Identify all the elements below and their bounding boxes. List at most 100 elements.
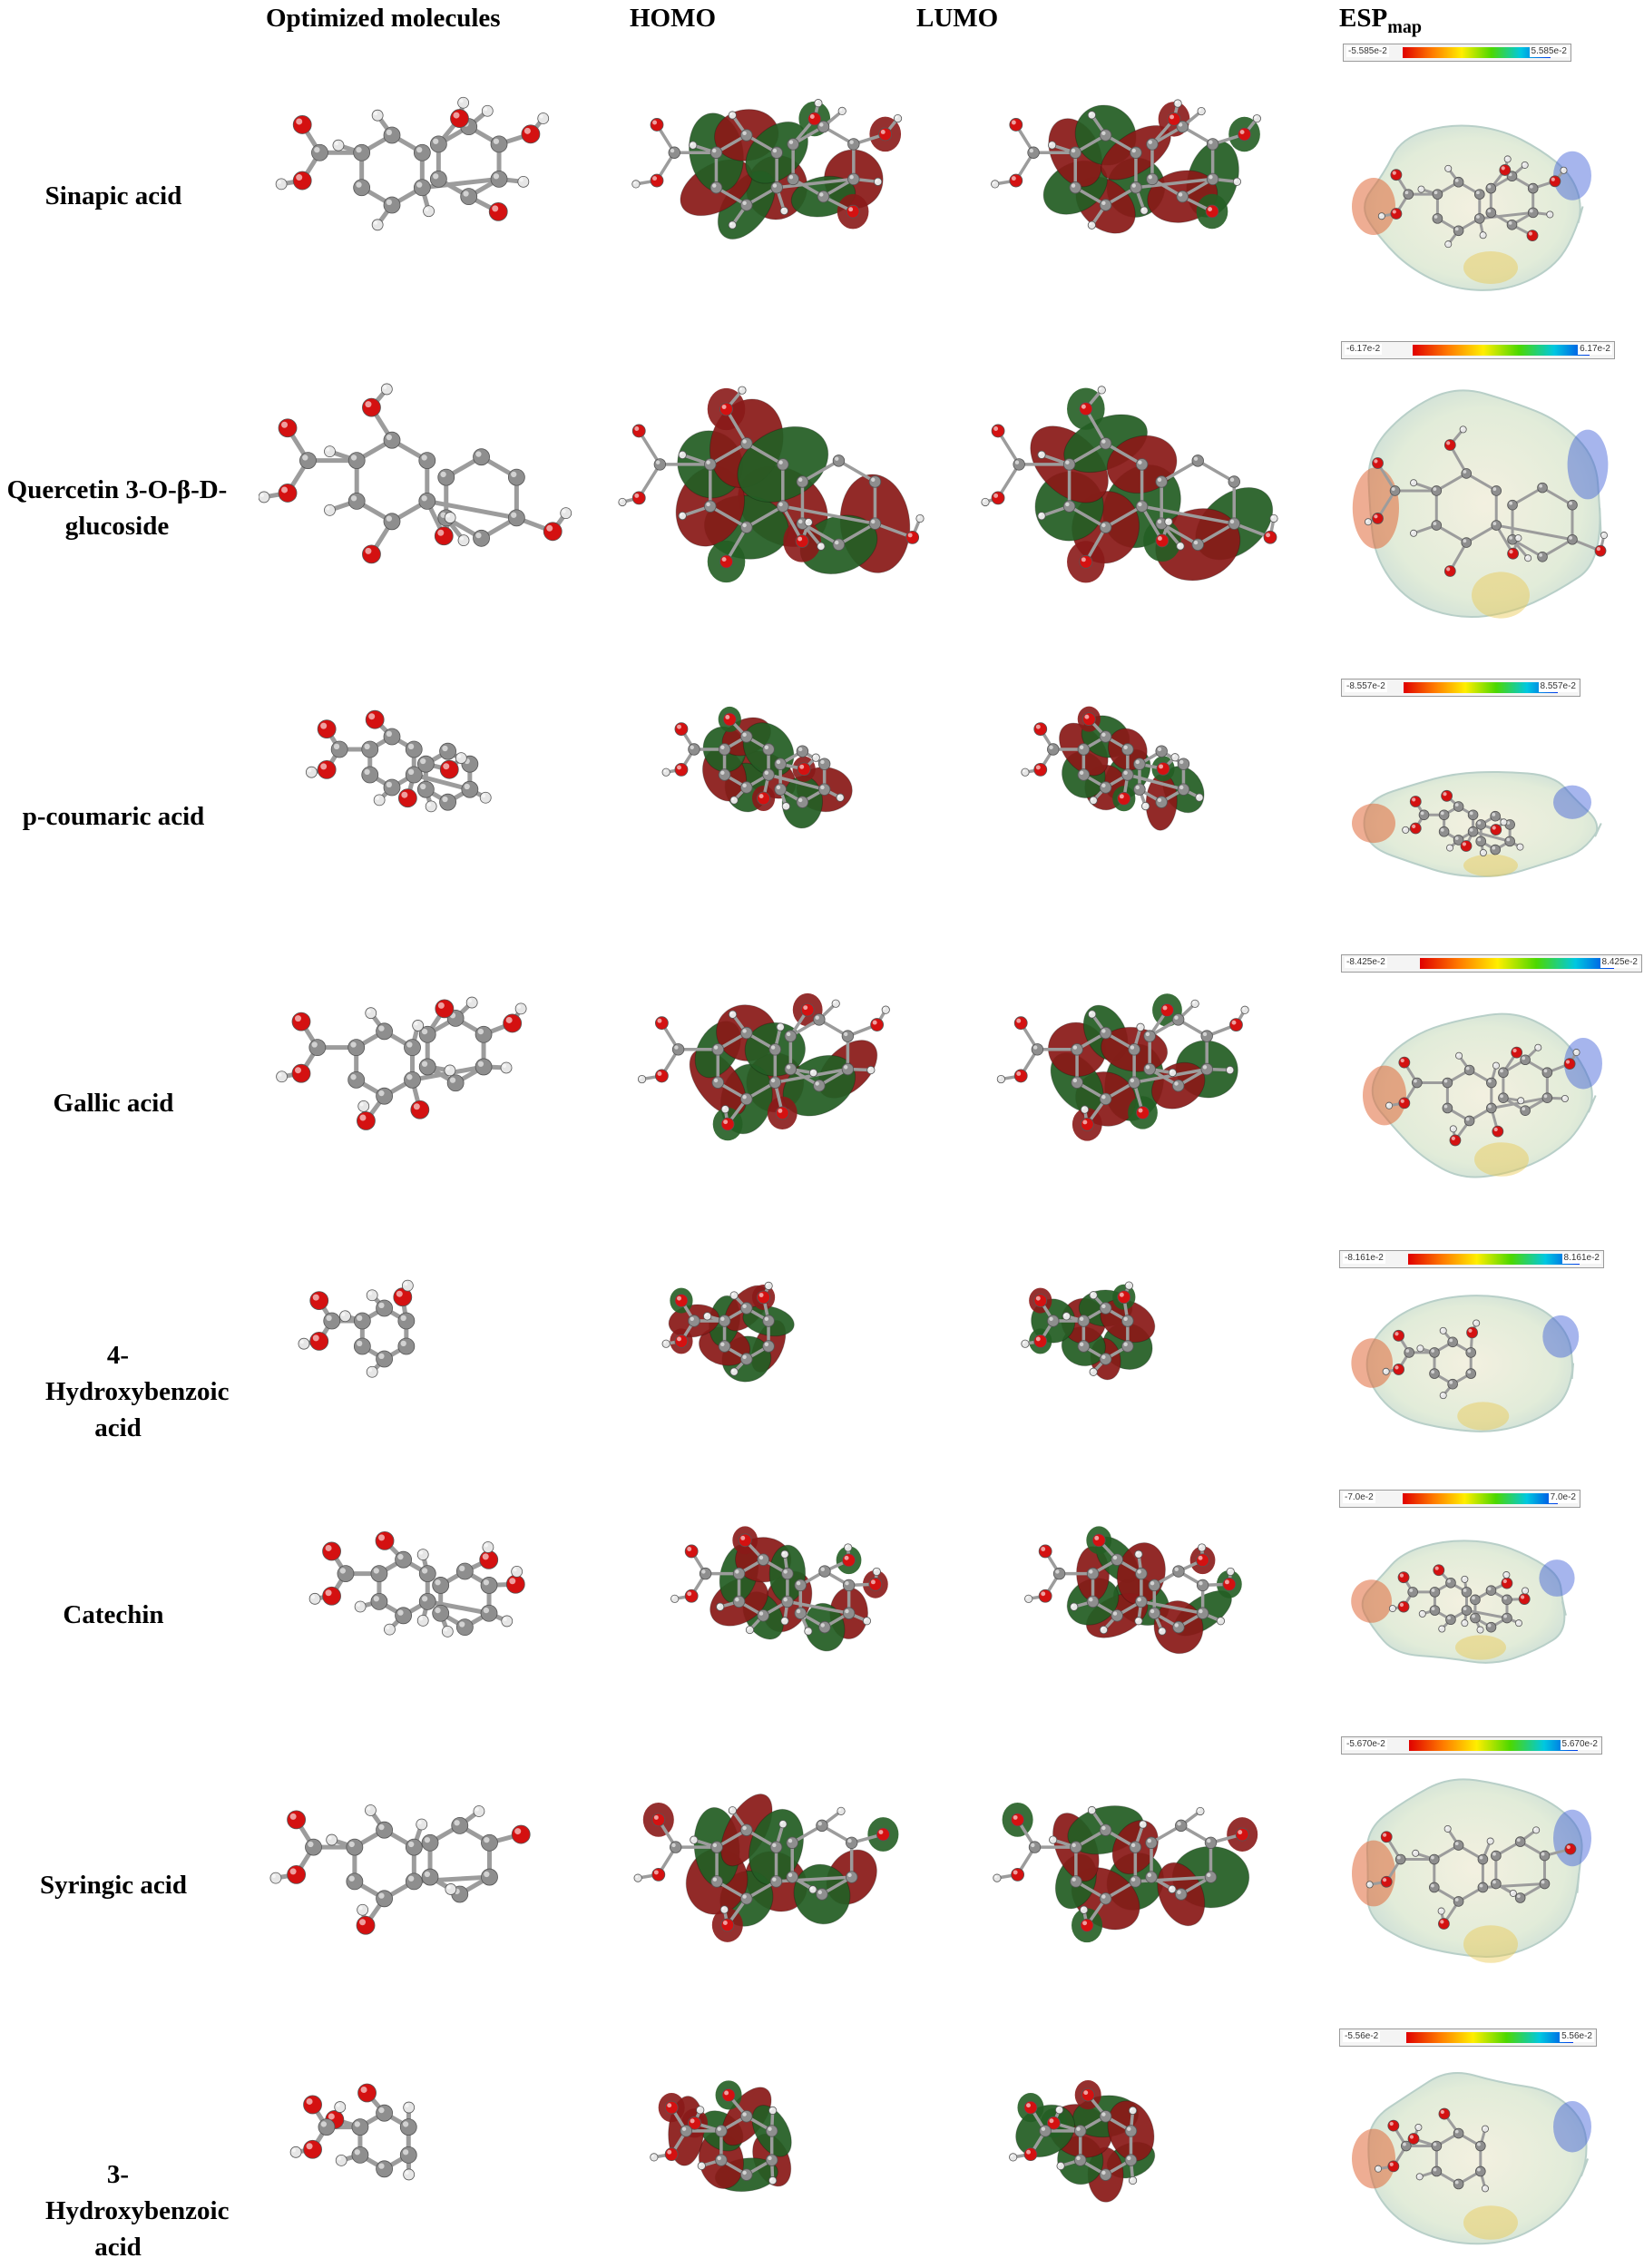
esp-scale-min: -7.0e-2 (1343, 1492, 1375, 1503)
esp-map-gallic-acid (1352, 989, 1624, 1202)
header-esp-main: ESP (1339, 4, 1388, 33)
lumo-drawing (991, 99, 1261, 234)
molecule-catechin (259, 1488, 603, 1687)
esp-scale-min: -5.585e-2 (1346, 46, 1389, 57)
esp-map-4-hydroxybenzoic-acid (1341, 1275, 1600, 1452)
lumo-drawing (993, 1802, 1258, 1943)
row-label-catechin: Catechin (63, 1600, 164, 1629)
homo-drawing (637, 992, 890, 1141)
homo-p-coumaric-acid (617, 671, 925, 853)
mol-drawing (259, 383, 572, 564)
esp-scale-gradient (1413, 345, 1590, 356)
row-label-quercetin-glucoside: Quercetin 3-O-β-D-glucoside (6, 475, 228, 541)
esp-scale-gradient (1409, 1740, 1579, 1751)
molecule-quercetin-glucoside (259, 336, 576, 626)
esp-scale-gradient (1403, 47, 1551, 58)
lumo-gallic-acid (980, 948, 1279, 1184)
lumo-p-coumaric-acid (980, 671, 1279, 853)
esp-scale-min: -8.161e-2 (1343, 1253, 1385, 1264)
esp-drawing (1351, 1295, 1580, 1432)
esp-drawing (1352, 770, 1602, 878)
esp-scale-min: -6.17e-2 (1345, 344, 1383, 355)
lumo-drawing (1024, 1526, 1242, 1655)
molecule-4-hydroxybenzoic-acid (259, 1243, 558, 1424)
esp-map-3-hydroxybenzoic-acid (1341, 2052, 1613, 2265)
mol-drawing (298, 1279, 416, 1378)
esp-scale-max: 5.585e-2 (1529, 46, 1569, 57)
molecule-p-coumaric-acid (259, 671, 576, 853)
esp-scale-bar-gallic-acid: -8.425e-2 8.425e-2 (1341, 954, 1642, 973)
esp-scale-bar-4-hydroxybenzoic-acid: -8.161e-2 8.161e-2 (1339, 1250, 1604, 1268)
esp-scale-max: 8.425e-2 (1600, 957, 1639, 968)
header-lumo: LUMO (916, 4, 999, 33)
lumo-drawing (996, 993, 1249, 1141)
lumo-catechin (980, 1488, 1306, 1687)
homo-drawing (618, 386, 925, 583)
lumo-syringic-acid (980, 1742, 1279, 1987)
lumo-drawing (1009, 2080, 1156, 2203)
esp-scale-bar-3-hydroxybenzoic-acid: -5.56e-2 5.56e-2 (1339, 2028, 1597, 2047)
esp-scale-min: -5.56e-2 (1343, 2031, 1381, 2042)
homo-4-hydroxybenzoic-acid (617, 1243, 925, 1424)
header-optimized-molecules: Optimized molecules (266, 4, 501, 33)
lumo-3-hydroxybenzoic-acid (980, 2041, 1279, 2250)
homo-drawing (670, 1526, 888, 1652)
esp-scale-min: -5.670e-2 (1345, 1739, 1387, 1750)
esp-scale-max: 7.0e-2 (1548, 1492, 1578, 1503)
esp-scale-min: -8.425e-2 (1345, 957, 1387, 968)
mol-drawing (289, 2083, 417, 2181)
esp-scale-bar-catechin: -7.0e-2 7.0e-2 (1339, 1490, 1580, 1508)
esp-scale-min: -8.557e-2 (1345, 681, 1387, 692)
lumo-sinapic-acid (980, 45, 1279, 295)
esp-scale-max: 6.17e-2 (1578, 344, 1612, 355)
esp-map-syringic-acid (1341, 1755, 1613, 1991)
esp-drawing (1363, 1012, 1602, 1178)
esp-map-p-coumaric-acid (1341, 753, 1613, 894)
esp-scale-gradient (1419, 958, 1615, 969)
mol-drawing (275, 96, 550, 231)
lumo-quercetin-glucoside (980, 336, 1279, 635)
homo-quercetin-glucoside (617, 336, 925, 635)
homo-syringic-acid (617, 1742, 925, 1987)
row-label-sinapic-acid: Sinapic acid (44, 181, 182, 210)
homo-catechin (626, 1488, 953, 1687)
mol-drawing (305, 709, 492, 813)
row-label-syringic-acid: Syringic acid (40, 1871, 187, 1900)
esp-scale-gradient (1404, 682, 1559, 693)
header-homo: HOMO (630, 4, 717, 33)
homo-sinapic-acid (617, 45, 925, 295)
row-label-p-coumaric-acid: p-coumaric acid (22, 802, 205, 831)
molecule-syringic-acid (259, 1742, 558, 1987)
homo-drawing (633, 1794, 899, 1942)
esp-drawing (1352, 1778, 1591, 1963)
esp-scale-bar-sinapic-acid: -5.585e-2 5.585e-2 (1343, 44, 1571, 62)
esp-scale-max: 8.161e-2 (1561, 1253, 1601, 1264)
mol-drawing (276, 996, 527, 1130)
row-label-gallic-acid: Gallic acid (53, 1089, 174, 1118)
homo-drawing (631, 99, 903, 240)
esp-scale-gradient (1408, 1254, 1580, 1265)
esp-scale-max: 5.56e-2 (1560, 2031, 1594, 2042)
esp-map-catechin (1341, 1524, 1595, 1678)
esp-scale-max: 8.557e-2 (1538, 681, 1578, 692)
molecule-sinapic-acid (259, 45, 576, 295)
molecule-3-hydroxybenzoic-acid (259, 2041, 558, 2241)
esp-drawing (1352, 389, 1609, 619)
esp-scale-gradient (1406, 2032, 1573, 2043)
header-esp-sub: map (1387, 16, 1422, 37)
row-label-3-hydroxybenzoic-acid: 3-Hydroxybenzoic acid (45, 2160, 230, 2262)
esp-drawing (1352, 2072, 1591, 2245)
homo-3-hydroxybenzoic-acid (617, 2041, 925, 2250)
homo-drawing (650, 2080, 792, 2193)
esp-scale-max: 5.670e-2 (1560, 1739, 1600, 1750)
lumo-drawing (1021, 1281, 1156, 1381)
lumo-drawing (981, 386, 1278, 583)
mol-drawing (269, 1804, 531, 1935)
esp-map-quercetin-glucoside (1341, 363, 1631, 653)
esp-map-sinapic-acid (1341, 104, 1613, 308)
esp-scale-bar-quercetin-glucoside: -6.17e-2 6.17e-2 (1341, 341, 1615, 359)
esp-scale-gradient (1402, 1493, 1559, 1504)
esp-scale-bar-p-coumaric-acid: -8.557e-2 8.557e-2 (1341, 679, 1580, 697)
mol-drawing (308, 1530, 525, 1637)
